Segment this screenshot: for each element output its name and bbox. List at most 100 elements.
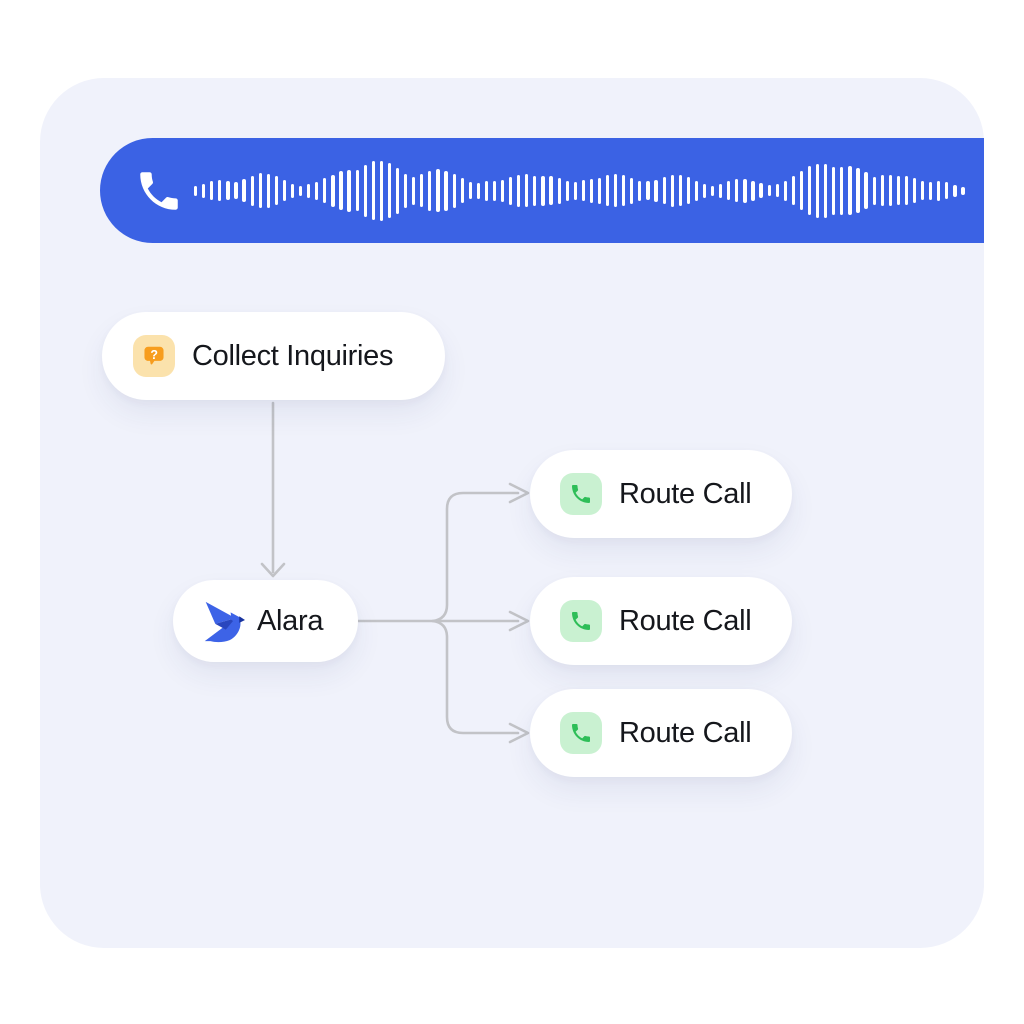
waveform-bar	[436, 169, 440, 212]
waveform-bar	[355, 170, 359, 211]
waveform-bar	[242, 179, 246, 202]
node-label: Alara	[257, 604, 324, 637]
waveform-bar	[783, 180, 787, 201]
waveform-bar	[266, 173, 270, 208]
waveform-bar	[597, 177, 602, 204]
waveform-bar	[307, 183, 311, 198]
waveform-bar	[581, 180, 585, 201]
waveform-bar	[848, 166, 852, 215]
waveform-bar	[274, 176, 278, 205]
waveform-bar	[549, 176, 553, 205]
waveform-bar	[509, 176, 513, 205]
waveform-bar	[363, 164, 367, 217]
node-label: Route Call	[619, 716, 752, 749]
waveform-bar	[468, 182, 472, 199]
waveform-bar	[202, 183, 206, 198]
waveform-bar	[500, 179, 505, 202]
waveform-bar	[226, 181, 230, 200]
waveform-bar	[735, 179, 739, 202]
waveform-bar	[880, 175, 884, 206]
phone-icon	[140, 171, 178, 210]
waveform-bar	[428, 170, 432, 211]
node-route-call-3[interactable]: Route Call	[530, 689, 792, 777]
waveform-bar	[840, 166, 844, 215]
phone-icon	[560, 600, 602, 642]
question-bubble-icon: ?	[133, 335, 175, 377]
waveform-bar	[299, 185, 303, 196]
waveform-bar	[234, 182, 238, 199]
waveform-bar	[702, 183, 707, 198]
waveform-bar	[622, 175, 626, 206]
phone-icon	[560, 473, 602, 515]
audio-waveform	[194, 138, 978, 243]
waveform-bar	[557, 177, 561, 204]
node-route-call-1[interactable]: Route Call	[530, 450, 792, 538]
waveform-bar	[315, 181, 319, 200]
waveform-bar	[751, 180, 755, 201]
waveform-bar	[864, 172, 868, 209]
waveform-bar	[387, 163, 392, 218]
node-alara[interactable]: Alara	[173, 580, 358, 662]
waveform-bar	[912, 178, 917, 203]
waveform-bar	[953, 184, 957, 197]
waveform-bar	[767, 185, 771, 196]
waveform-bar	[638, 180, 642, 201]
waveform-bar	[614, 174, 618, 207]
waveform-bar	[404, 173, 408, 208]
waveform-bar	[799, 171, 804, 210]
node-route-call-2[interactable]: Route Call	[530, 577, 792, 665]
waveform-bar	[743, 178, 747, 203]
node-label: Route Call	[619, 477, 752, 510]
waveform-bar	[888, 175, 892, 206]
waveform-bar	[476, 182, 480, 199]
waveform-bar	[670, 174, 674, 207]
waveform-bar	[218, 180, 222, 201]
node-collect-inquiries[interactable]: ? Collect Inquiries	[102, 312, 445, 400]
waveform-bar	[290, 183, 295, 198]
waveform-bar	[937, 180, 941, 201]
waveform-bar	[775, 184, 779, 197]
waveform-bar	[210, 181, 214, 200]
waveform-bar	[791, 176, 795, 205]
waveform-bar	[662, 177, 666, 204]
waveform-bar	[492, 180, 497, 201]
waveform-bar	[533, 175, 537, 206]
waveform-bar	[331, 174, 335, 207]
waveform-bar	[194, 185, 198, 196]
waveform-bar	[759, 183, 763, 198]
waveform-bar	[646, 181, 650, 200]
waveform-bar	[929, 181, 933, 200]
svg-text:?: ?	[150, 348, 157, 362]
waveform-bar	[589, 178, 594, 203]
origami-bird-icon	[199, 598, 245, 644]
waveform-bar	[573, 181, 577, 200]
waveform-bar	[678, 175, 682, 206]
waveform-bar	[719, 183, 723, 198]
waveform-bar	[872, 176, 876, 205]
waveform-bar	[565, 180, 569, 201]
waveform-bar	[727, 181, 731, 200]
waveform-bar	[460, 178, 464, 203]
waveform-bar	[395, 167, 400, 214]
waveform-bar	[605, 175, 610, 206]
waveform-bar	[347, 169, 351, 212]
node-label: Collect Inquiries	[192, 339, 394, 372]
waveform-bar	[452, 173, 456, 208]
waveform-bar	[282, 180, 287, 201]
waveform-bar	[816, 163, 820, 218]
waveform-bar	[694, 180, 699, 201]
waveform-bar	[517, 174, 521, 207]
waveform-bar	[258, 173, 262, 208]
waveform-bar	[541, 175, 545, 206]
waveform-bar	[824, 163, 828, 218]
waveform-bar	[654, 179, 658, 202]
waveform-bar	[630, 177, 634, 204]
waveform-bar	[945, 182, 949, 199]
phone-icon	[560, 712, 602, 754]
waveform-bar	[420, 174, 424, 207]
waveform-bar	[904, 176, 909, 205]
waveform-bar	[323, 178, 327, 203]
waveform-bar	[379, 160, 383, 221]
waveform-bar	[525, 174, 529, 207]
